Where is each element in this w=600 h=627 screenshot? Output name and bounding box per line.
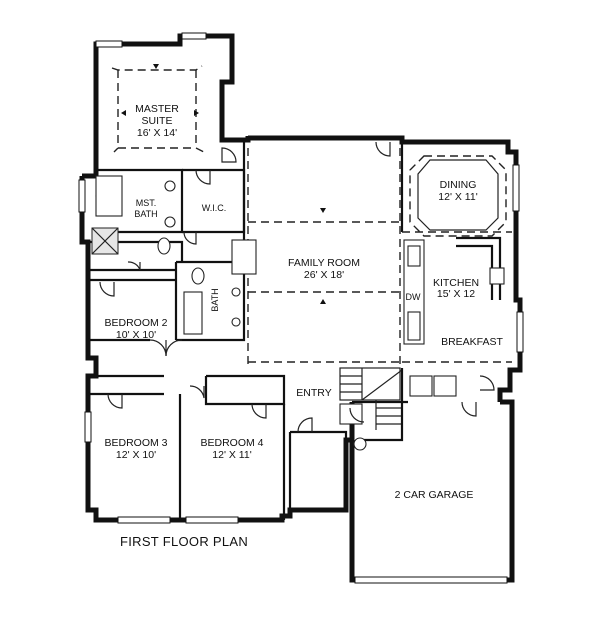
mst-bath-label-2: BATH <box>134 209 157 219</box>
bedroom2-label: BEDROOM 2 <box>104 317 167 329</box>
entry-south-wall <box>290 430 348 440</box>
sink <box>231 317 241 327</box>
room-labels: MASTER SUITE 16' X 14' MST. BATH W.I.C. … <box>104 103 503 501</box>
dining-ceiling <box>409 155 507 237</box>
laundry <box>433 375 457 397</box>
closet-wall <box>204 374 286 406</box>
bedroom4-dims: 12' X 11' <box>212 449 251 461</box>
stair-treads <box>340 368 403 430</box>
bedroom3-dims: 12' X 10' <box>116 449 156 461</box>
kitchen-label: KITCHEN <box>433 277 479 289</box>
entry-label: ENTRY <box>296 387 331 399</box>
garage-label: 2 CAR GARAGE <box>395 489 474 501</box>
dining-dims: 12' X 11' <box>438 191 477 203</box>
tub <box>183 291 203 335</box>
family-room-label: FAMILY ROOM <box>288 257 360 269</box>
window <box>512 164 520 212</box>
master-suite-wall <box>82 33 251 179</box>
cooktop <box>407 245 421 267</box>
sink <box>407 311 421 341</box>
plan-title: FIRST FLOOR PLAN <box>120 534 248 549</box>
kitchen-dims: 15' X 12 <box>437 288 475 300</box>
range <box>489 267 505 285</box>
ceiling-arrows <box>121 64 326 304</box>
tray-ceiling <box>113 70 119 153</box>
window <box>95 40 123 48</box>
mst-bath-label-1: MST. <box>136 198 157 208</box>
dw-label: DW <box>406 292 421 302</box>
breakfast-label: BREAKFAST <box>441 336 503 348</box>
laundry <box>409 375 433 397</box>
window <box>185 516 239 524</box>
bedroom3-label: BEDROOM 3 <box>104 437 167 449</box>
tray-ceiling <box>195 70 205 153</box>
master-suite-label-1: MASTER <box>135 103 179 115</box>
toilet <box>191 267 205 285</box>
wic-label: W.I.C. <box>202 203 227 213</box>
dining-label: DINING <box>440 179 477 191</box>
window <box>516 311 524 353</box>
bath-wall <box>88 240 184 262</box>
interior-walls <box>88 140 505 520</box>
water-heater <box>353 437 367 451</box>
family-room-dims: 26' X 18' <box>304 269 344 281</box>
tray-ceiling <box>111 65 203 71</box>
stair-wall <box>360 368 404 442</box>
bath-label: BATH <box>210 288 220 311</box>
bath-wall <box>176 262 246 342</box>
west-south-wall <box>79 176 352 523</box>
window <box>117 516 171 524</box>
garage-door <box>354 576 508 584</box>
bedroom2-dims: 10' X 10' <box>116 329 156 341</box>
door-swings <box>99 141 495 433</box>
master-suite-label-2: SUITE <box>142 115 173 127</box>
tub-surround <box>95 175 123 217</box>
dining-table <box>417 159 499 231</box>
toilet <box>157 237 171 255</box>
fireplace <box>231 239 257 275</box>
bath-fixtures <box>91 175 367 451</box>
window <box>84 411 92 443</box>
sink <box>231 287 241 297</box>
wic-wall <box>182 168 246 234</box>
window <box>78 179 86 213</box>
bedroom4-label: BEDROOM 4 <box>200 437 263 449</box>
garage-wall <box>349 399 515 583</box>
master-suite-dims: 16' X 14' <box>137 127 177 139</box>
sink <box>164 216 176 228</box>
window <box>181 32 207 40</box>
mst-bath-wall <box>96 168 184 234</box>
sink <box>164 180 176 192</box>
windows <box>78 32 524 584</box>
